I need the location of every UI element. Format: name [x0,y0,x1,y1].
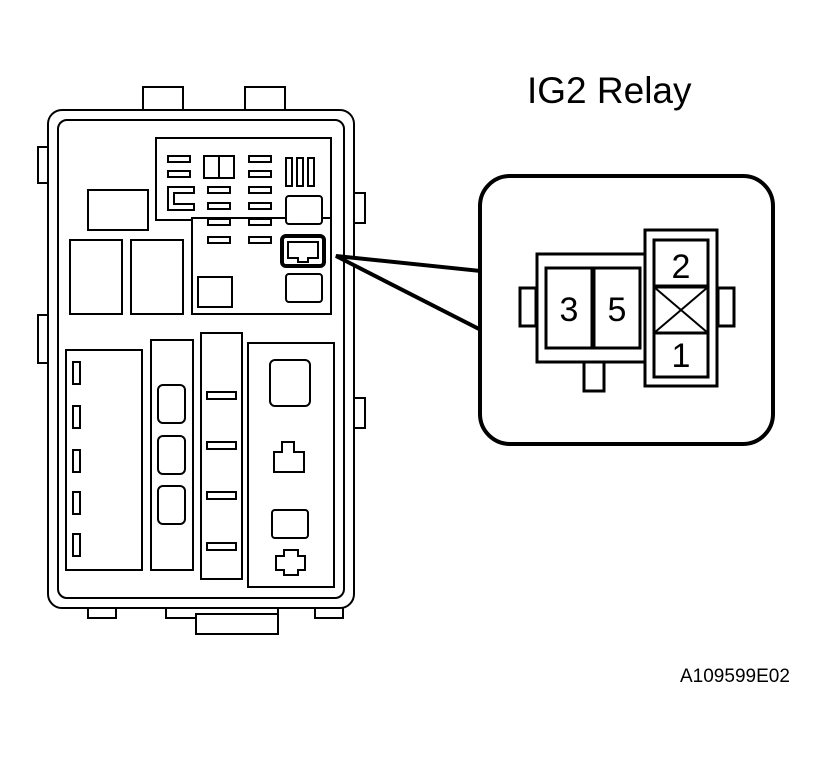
pin-cell-3 [544,266,594,350]
fuse-strip-right [200,332,243,580]
pin-cell-5 [592,266,642,350]
relay-cavity-b [69,239,123,315]
pin-label-1: 1 [672,337,691,375]
mini-cavity [197,276,233,308]
figure-code: A109599E02 [680,666,790,687]
pin-cell-2 [652,238,710,288]
bottom-tab-mid [195,613,279,635]
relay-cavity-a [87,189,149,231]
relay-detail-view: 2 3 5 1 [478,174,775,446]
upper-fuse-panel [69,137,332,315]
pin-label-5: 5 [608,291,627,329]
pin-label-3: 3 [560,291,579,329]
relay-cavity-c [130,239,184,315]
top-tab-right [244,86,286,112]
pin-label-2: 2 [672,248,691,286]
callout-leader [335,254,483,334]
diagram-title: IG2 Relay [527,70,692,111]
top-tab-left [142,86,184,112]
lower-section [65,332,335,588]
pin-cell-1 [652,331,710,379]
mini-relay-lower [285,273,323,303]
mini-relay-upper [285,195,323,225]
